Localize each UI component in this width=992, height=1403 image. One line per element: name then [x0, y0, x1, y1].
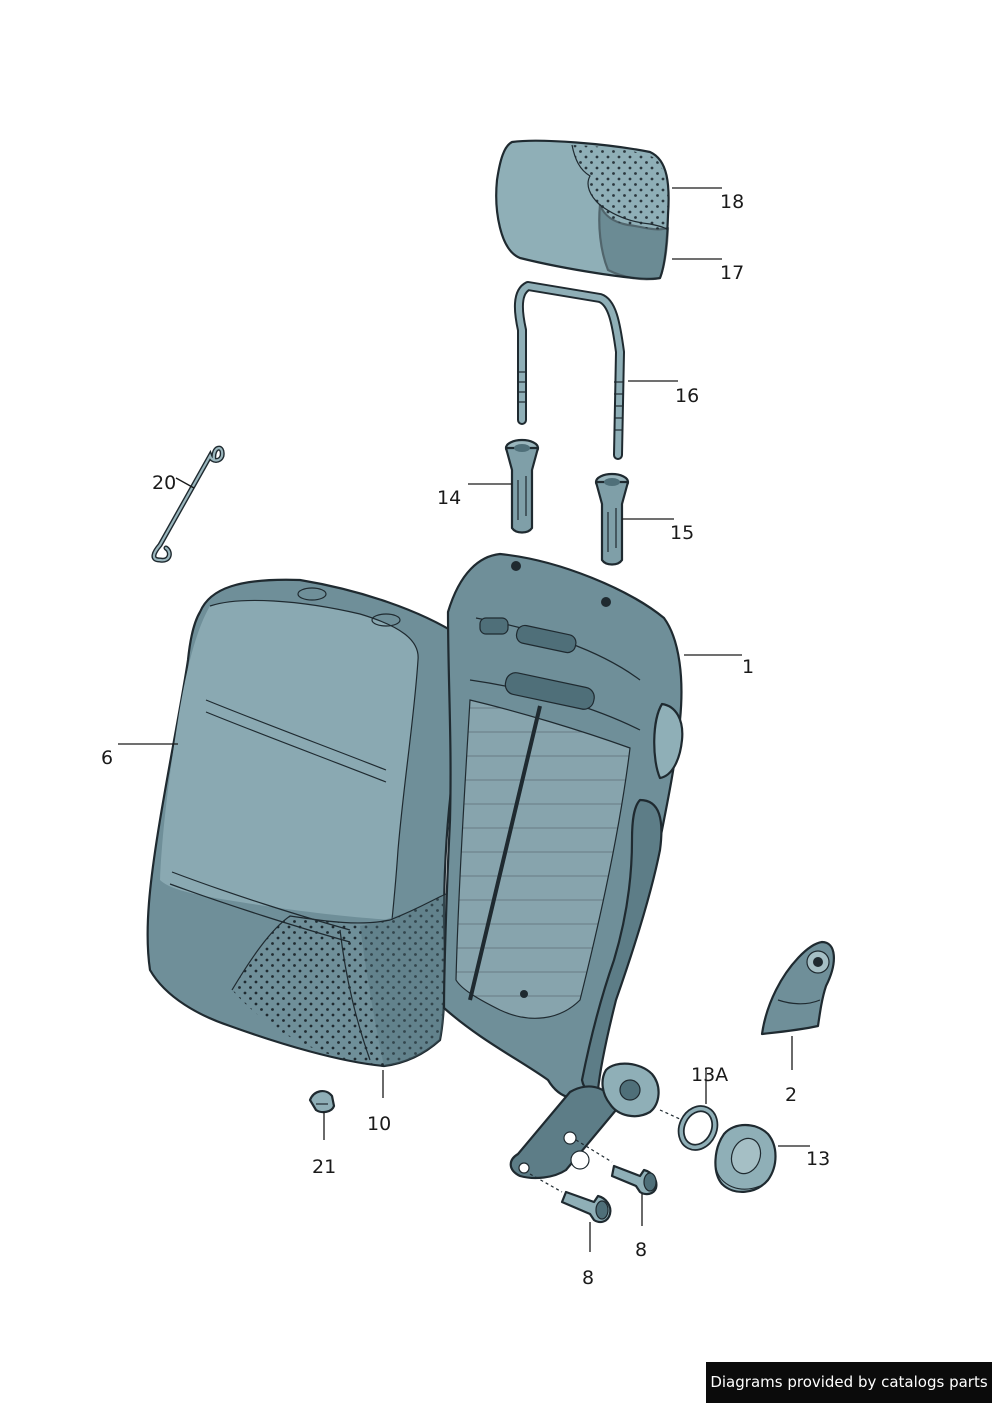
callout-16: 16 — [675, 385, 699, 407]
callout-21: 21 — [312, 1156, 336, 1178]
guide-sleeve-15[interactable] — [594, 472, 630, 566]
callout-8-lower: 8 — [582, 1267, 594, 1289]
callout-15: 15 — [670, 522, 694, 544]
bolt-lower[interactable] — [560, 1190, 612, 1224]
callout-6: 6 — [101, 747, 113, 769]
callout-14: 14 — [437, 487, 461, 509]
callout-numbers: 18 17 16 14 15 1 20 6 10 21 2 13A 13 8 8 — [101, 191, 830, 1289]
callout-2: 2 — [785, 1084, 797, 1106]
callout-20: 20 — [152, 472, 176, 494]
wire-hook[interactable] — [151, 445, 225, 563]
bolt-upper[interactable] — [610, 1164, 658, 1196]
diagram-credit-banner: Diagrams provided by catalogs parts — [706, 1362, 992, 1403]
callout-10: 10 — [367, 1113, 391, 1135]
backrest-cover[interactable] — [146, 578, 468, 1068]
guide-sleeve-14[interactable] — [504, 438, 540, 534]
guide-rod[interactable] — [513, 281, 625, 460]
callout-13: 13 — [806, 1148, 830, 1170]
head-restraint[interactable] — [495, 139, 670, 281]
side-trim-cover[interactable] — [760, 940, 835, 1036]
recliner-bracket[interactable] — [509, 1062, 660, 1180]
callout-18: 18 — [720, 191, 744, 213]
callout-1: 1 — [742, 656, 754, 678]
backrest-frame[interactable] — [442, 552, 684, 1100]
callout-17: 17 — [720, 262, 744, 284]
retaining-ring[interactable] — [675, 1103, 721, 1153]
leader-lines — [118, 187, 810, 1252]
callout-13a: 13A — [691, 1064, 728, 1086]
fastening-clip[interactable] — [308, 1090, 336, 1114]
adjustment-knob[interactable] — [714, 1123, 777, 1193]
callout-8-upper: 8 — [635, 1239, 647, 1261]
